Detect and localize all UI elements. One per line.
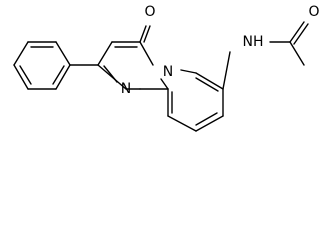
amide-oxygen-label: O — [308, 4, 319, 20]
bond — [195, 72, 224, 90]
double-bond — [143, 25, 151, 43]
bond — [55, 64, 71, 90]
bridge-nitrogen-label: N — [163, 64, 173, 80]
bond — [13, 41, 29, 66]
chemical-structure: O O NH N N — [13, 4, 320, 132]
bond — [55, 41, 71, 66]
bond — [97, 64, 127, 90]
phenyl-ring — [13, 41, 71, 90]
double-bond-inner — [195, 77, 219, 92]
double-bond-inner — [19, 65, 32, 85]
bond — [167, 115, 197, 132]
bond — [13, 64, 29, 90]
pyrimidinone-ring — [97, 41, 169, 90]
bond — [97, 41, 113, 66]
double-bond-inner — [195, 112, 218, 126]
bond — [180, 69, 197, 74]
double-bond-inner — [52, 65, 65, 85]
bond — [139, 41, 154, 66]
carbonyl-oxygen-label: O — [144, 4, 155, 20]
bond — [160, 78, 169, 90]
pyridine-ring — [167, 69, 224, 132]
amide-nh-label: NH — [243, 34, 264, 50]
bond — [222, 51, 231, 90]
bond — [195, 115, 224, 132]
bond — [289, 41, 305, 66]
double-bond-inner — [103, 65, 118, 83]
ring-nitrogen-label: N — [121, 81, 131, 97]
double-bond — [293, 23, 309, 45]
bond — [139, 25, 147, 43]
bond — [289, 21, 305, 43]
